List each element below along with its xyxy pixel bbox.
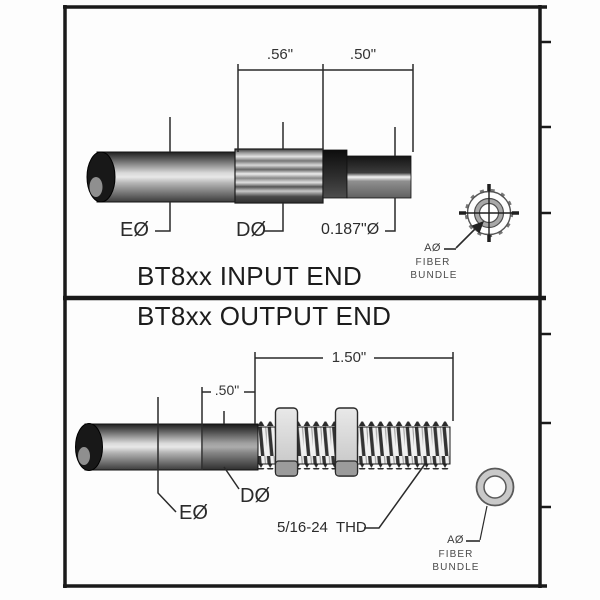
input-fiber-bundle-word1: FIBER	[415, 257, 451, 268]
crosshair-icon	[460, 186, 518, 240]
output-fiber-bundle-label-a: AØ	[447, 534, 464, 546]
input-label-d-diameter: DØ	[236, 219, 266, 241]
hex-nut	[334, 407, 359, 477]
drawing-border	[63, 5, 551, 588]
output-hex-nuts	[274, 407, 359, 477]
output-label-d-diameter: DØ	[240, 485, 270, 507]
output-cross-section-view	[466, 467, 515, 542]
input-ferrule-tip	[346, 155, 412, 199]
output-panel-title: BT8xx OUTPUT END	[137, 301, 392, 331]
input-fiber-bundle-word2: BUNDLE	[410, 270, 458, 281]
input-dimension-lines	[155, 64, 414, 232]
output-dimension-lines	[157, 352, 454, 529]
input-fiber-bundle-label-a: AØ	[424, 242, 441, 254]
output-d-diameter-section	[203, 424, 258, 470]
border-tick-marks	[540, 40, 551, 509]
output-label-thread-spec: 5/16-24 THD	[277, 519, 367, 536]
hex-nut	[274, 407, 299, 477]
output-fiber-bundle-word2: BUNDLE	[432, 562, 480, 573]
input-label-tip-diameter: 0.187"Ø	[321, 221, 380, 238]
input-cable-end-cap	[86, 151, 116, 203]
output-fiber-bundle-word1: FIBER	[438, 549, 474, 560]
input-knurled-section	[234, 148, 324, 204]
input-dim-knurl-length: .56"	[266, 46, 294, 63]
input-label-e-diameter: EØ	[120, 219, 149, 241]
output-dim-total-length: 1.50"	[331, 349, 367, 366]
output-label-e-diameter: EØ	[179, 502, 208, 524]
input-cable-illustration	[86, 148, 412, 204]
input-fiber-bundle-arrow	[444, 221, 484, 250]
output-cable-end-cap	[75, 423, 103, 471]
arrowhead-icon	[471, 221, 484, 234]
input-dim-tip-length: .50"	[349, 46, 377, 63]
output-cable-illustration	[75, 423, 259, 471]
input-cross-section-view	[459, 184, 519, 242]
output-dim-d-length: .50"	[214, 382, 240, 398]
input-panel-title: BT8xx INPUT END	[137, 261, 363, 291]
